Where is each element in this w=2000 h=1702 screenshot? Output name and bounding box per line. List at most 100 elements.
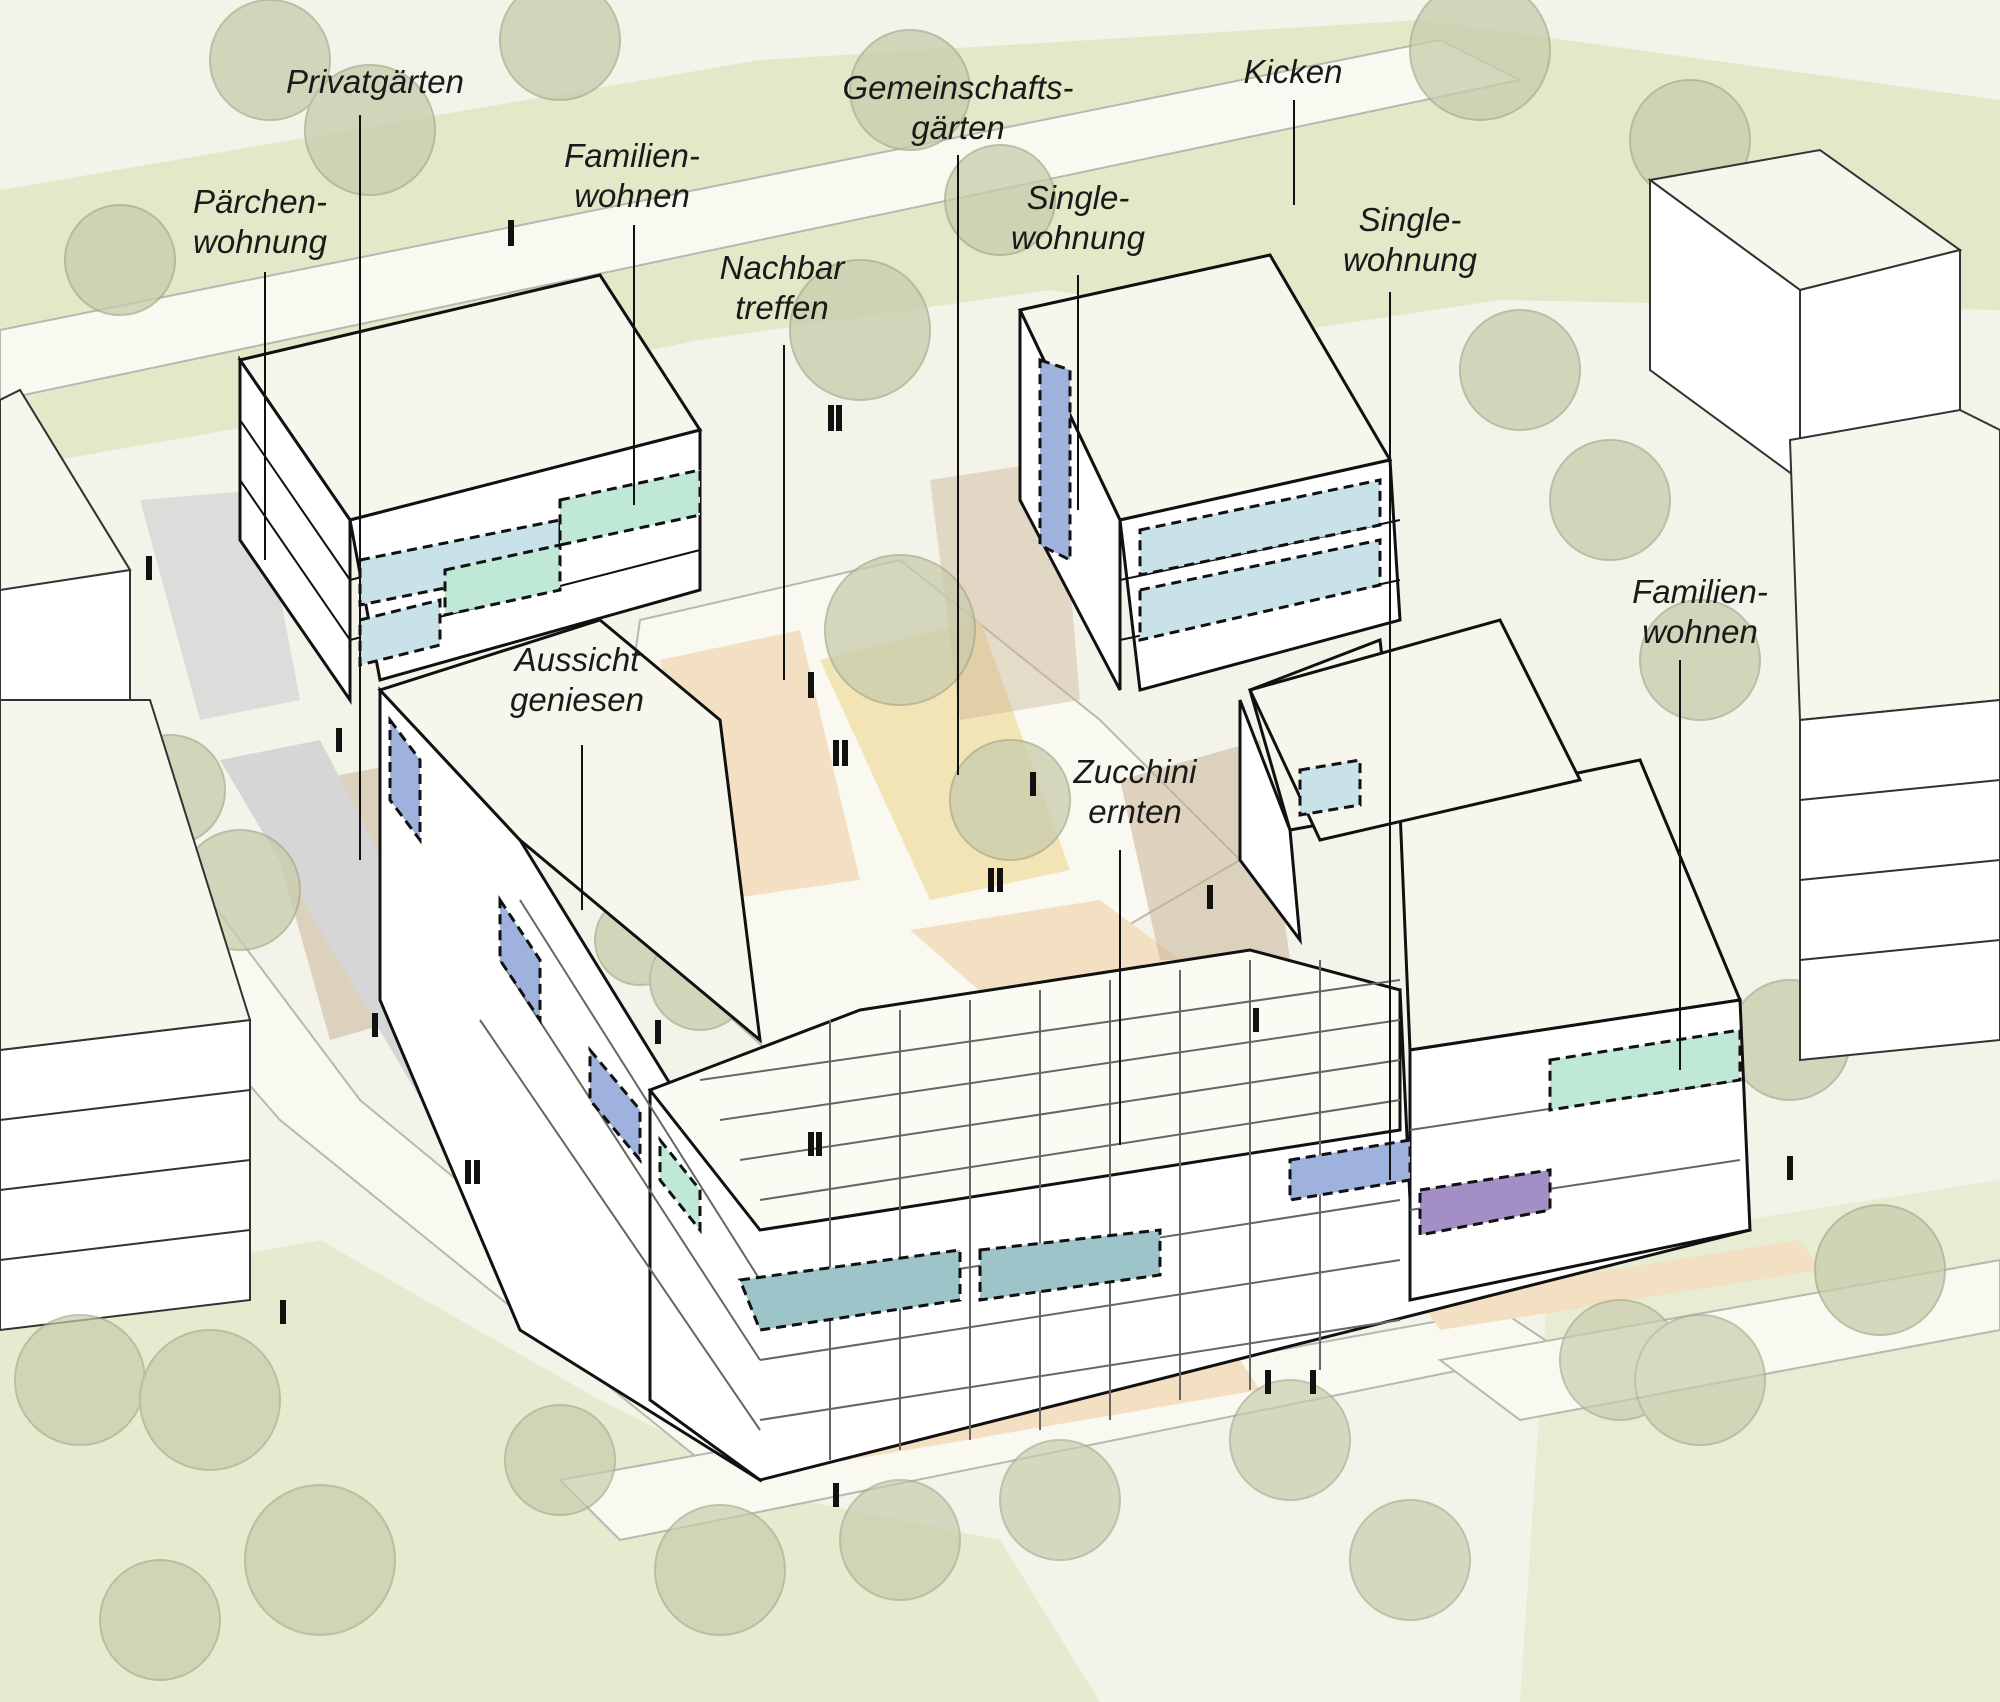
floor-line bbox=[1799, 939, 2000, 961]
unit-singles bbox=[1038, 357, 1072, 563]
tree bbox=[1459, 309, 1581, 431]
tree bbox=[64, 204, 176, 316]
label-line: geniesen bbox=[510, 681, 644, 718]
person bbox=[836, 405, 842, 431]
person bbox=[1030, 772, 1036, 796]
unit-families bbox=[1548, 1028, 1742, 1112]
neighbour-building-east bbox=[1647, 148, 2000, 1062]
label-line: Single- bbox=[1026, 179, 1130, 216]
tree bbox=[949, 739, 1071, 861]
person bbox=[372, 1013, 378, 1037]
tree bbox=[139, 1329, 281, 1471]
unit-singles bbox=[498, 895, 542, 1025]
tree bbox=[824, 554, 976, 706]
tree bbox=[944, 144, 1056, 256]
floor-line bbox=[0, 1089, 251, 1121]
tree bbox=[1409, 0, 1551, 121]
person bbox=[146, 556, 152, 580]
building-face bbox=[1799, 698, 2000, 1062]
label-line: Kicken bbox=[1243, 53, 1343, 90]
label-line: Gemeinschafts- bbox=[842, 69, 1074, 106]
label-familienwohnen-right: Familien- wohnen bbox=[1632, 572, 1768, 652]
label-line: Pärchen- bbox=[193, 183, 327, 220]
floor-line bbox=[0, 1229, 251, 1261]
label-gemeinschaftsgaerten: Gemeinschafts- gärten bbox=[842, 68, 1073, 148]
tree bbox=[99, 1559, 221, 1681]
tree bbox=[654, 1504, 786, 1636]
tree bbox=[14, 1314, 146, 1446]
person bbox=[808, 1132, 814, 1156]
building-roof bbox=[0, 699, 252, 1052]
unit-couples bbox=[1138, 478, 1382, 577]
person bbox=[508, 220, 514, 246]
leader-lines bbox=[264, 100, 1681, 1180]
unit-teal bbox=[737, 1248, 962, 1332]
label-zucchini-ernten: Zucchini ernten bbox=[1074, 752, 1197, 832]
label-line: treffen bbox=[735, 289, 829, 326]
label-line: Aussicht bbox=[514, 641, 640, 678]
person bbox=[655, 1020, 661, 1044]
person bbox=[1207, 885, 1213, 909]
floor-line bbox=[1799, 859, 2000, 881]
tree bbox=[504, 1404, 616, 1516]
person bbox=[465, 1160, 471, 1184]
floor-line bbox=[239, 479, 351, 641]
label-familienwohnen-left: Familien- wohnen bbox=[564, 136, 700, 216]
label-line: Privatgärten bbox=[286, 63, 464, 100]
beam bbox=[739, 1059, 1401, 1161]
main-block bbox=[377, 618, 1752, 1483]
label-line: gärten bbox=[911, 109, 1005, 146]
unit-singles bbox=[1298, 758, 1362, 817]
label-line: Nachbar bbox=[719, 249, 845, 286]
person bbox=[833, 740, 839, 766]
label-line: Single- bbox=[1358, 201, 1462, 238]
person bbox=[988, 868, 994, 892]
person bbox=[1253, 1008, 1259, 1032]
label-singlewohnung-right: Single- wohnung bbox=[1343, 200, 1477, 280]
label-paerchenwohnung: Pärchen- wohnung bbox=[193, 182, 327, 262]
neighbour-building-west bbox=[0, 388, 252, 1332]
unit-families bbox=[658, 1135, 702, 1235]
tree bbox=[499, 0, 621, 101]
tree bbox=[999, 1439, 1121, 1561]
person bbox=[1787, 1156, 1793, 1180]
label-line: wohnen bbox=[1642, 613, 1758, 650]
trees-front bbox=[14, 1299, 1766, 1681]
tree bbox=[839, 1479, 961, 1601]
tree bbox=[1349, 1499, 1471, 1621]
label-line: Zucchini bbox=[1073, 753, 1197, 790]
orange-plaza-south bbox=[910, 900, 1180, 1000]
floor-line bbox=[759, 1259, 1401, 1361]
person bbox=[1310, 1370, 1316, 1394]
building-roof bbox=[0, 388, 132, 592]
person bbox=[997, 868, 1003, 892]
floor-line bbox=[499, 959, 761, 1361]
tree bbox=[1229, 1379, 1351, 1501]
label-line: wohnung bbox=[1011, 219, 1145, 256]
tree bbox=[244, 1484, 396, 1636]
unit-singles bbox=[388, 715, 422, 845]
tree bbox=[304, 64, 436, 196]
floor-line bbox=[1799, 779, 2000, 801]
building-roof bbox=[1788, 408, 2000, 722]
label-line: Familien- bbox=[564, 137, 700, 174]
floor-line bbox=[239, 419, 351, 581]
person bbox=[280, 1300, 286, 1324]
unit-singles bbox=[588, 1045, 642, 1165]
unit-families bbox=[443, 543, 562, 617]
unit-singles bbox=[1288, 1138, 1412, 1202]
west-wing-roof bbox=[377, 618, 762, 1044]
floor-line bbox=[519, 899, 761, 1281]
person bbox=[816, 1132, 822, 1156]
person bbox=[336, 728, 342, 752]
tree bbox=[789, 259, 931, 401]
label-singlewohnung-center: Single- wohnung bbox=[1011, 178, 1145, 258]
tree bbox=[1639, 599, 1761, 721]
roof-terrace bbox=[647, 948, 1402, 1232]
orange-strip-east bbox=[1420, 1240, 1820, 1330]
label-privatgaerten: Privatgärten bbox=[286, 62, 464, 102]
person bbox=[842, 740, 848, 766]
label-nachbar-treffen: Nachbar treffen bbox=[720, 248, 845, 328]
tree bbox=[209, 0, 331, 121]
